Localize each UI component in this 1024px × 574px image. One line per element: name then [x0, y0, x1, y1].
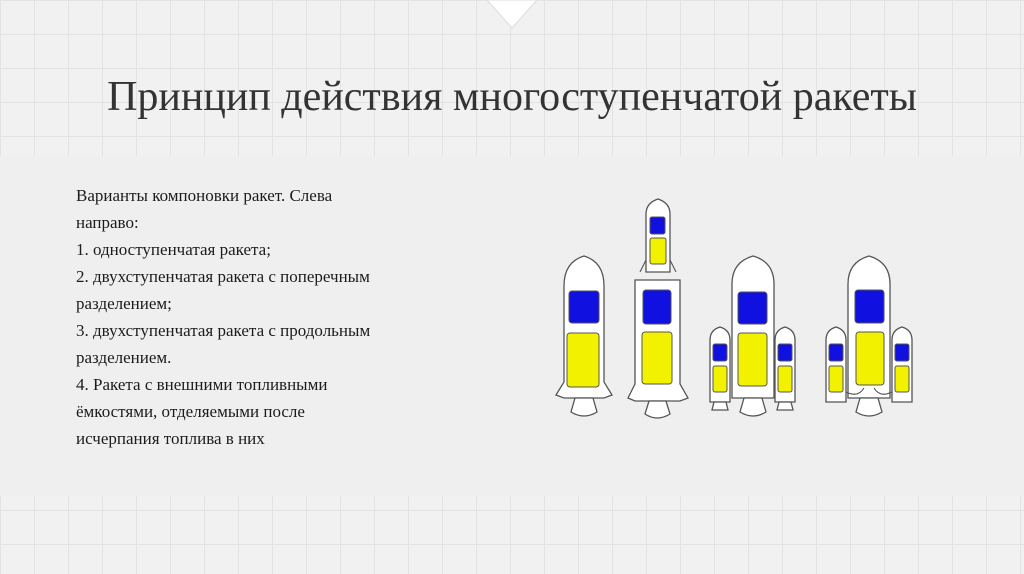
- caption-line: 4. Ракета с внешними топливными: [76, 375, 328, 394]
- caption-line: ёмкостями, отделяемыми после: [76, 402, 305, 421]
- caption-line: Варианты компоновки ракет. Слева: [76, 186, 333, 205]
- slide-title: Принцип действия многоступенчатой ракеты: [107, 74, 917, 120]
- rocket-with-external-tanks: [825, 255, 913, 417]
- rocket-layouts-illustration: .o { fill: #ffffff; stroke: #555555; str…: [555, 198, 913, 419]
- caption-line: 2. двухступенчатая ракета с поперечным: [76, 267, 370, 286]
- caption-text: Варианты компоновки ракет. Слева направо…: [76, 182, 476, 452]
- caption-line: исчерпания топлива в них: [76, 429, 265, 448]
- caption-line: разделением.: [76, 348, 172, 367]
- top-notch-decoration: [487, 0, 537, 29]
- two-stage-rocket-transverse: [627, 198, 689, 419]
- caption-line: направо:: [76, 213, 139, 232]
- single-stage-rocket: [555, 255, 613, 417]
- two-stage-rocket-longitudinal: [709, 255, 796, 417]
- caption-line: 1. одноступенчатая ракета;: [76, 240, 271, 259]
- caption-line: разделением;: [76, 294, 172, 313]
- caption-line: 3. двухступенчатая ракета с продольным: [76, 321, 371, 340]
